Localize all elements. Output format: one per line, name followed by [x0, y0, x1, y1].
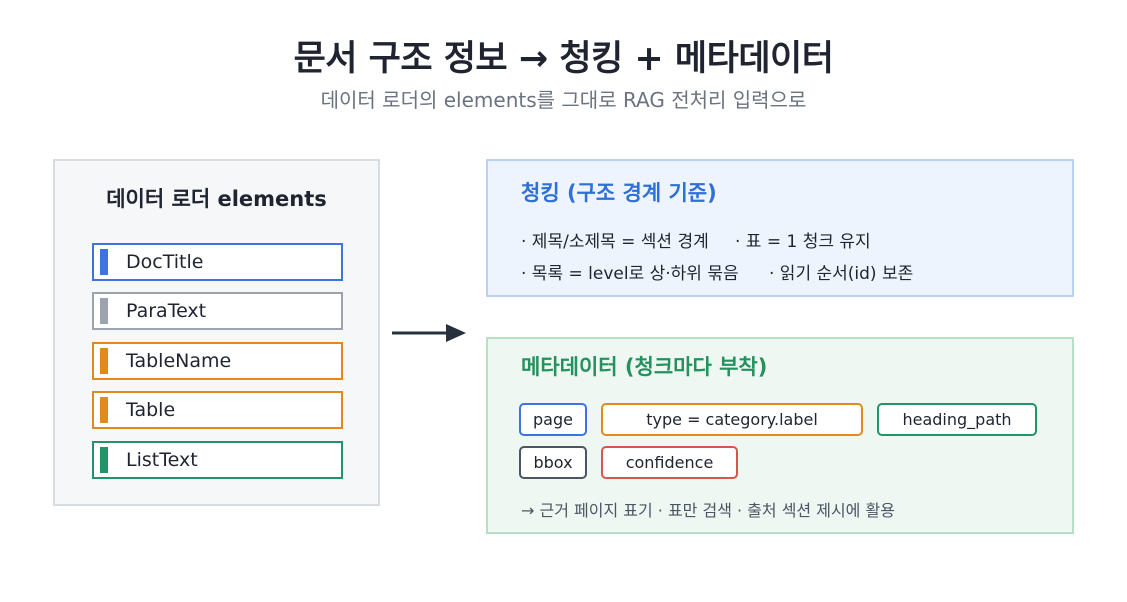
element-item-table: Table — [92, 391, 343, 429]
metadata-usage-note: → 근거 페이지 표기 · 표만 검색 · 출처 섹션 제시에 활용 — [521, 501, 895, 520]
element-color-bar — [100, 249, 108, 275]
right-arrow-icon — [392, 324, 466, 342]
chunking-panel: 청킹 (구조 경계 기준) · 제목/소제목 = 섹션 경계 · 표 = 1 청크… — [486, 159, 1074, 297]
metadata-tag-page: page — [519, 403, 587, 436]
loader-elements-panel: 데이터 로더 elements DocTitle ParaText TableN… — [53, 159, 380, 506]
chunking-rule: · 제목/소제목 = 섹션 경계 — [521, 232, 709, 252]
chunking-rule-line: · 제목/소제목 = 섹션 경계 · 표 = 1 청크 유지 — [521, 227, 871, 252]
metadata-panel: 메타데이터 (청크마다 부착) page type = category.lab… — [486, 337, 1074, 534]
element-color-bar — [100, 298, 108, 324]
element-color-bar — [100, 447, 108, 473]
chunking-panel-title: 청킹 (구조 경계 기준) — [521, 181, 717, 205]
element-color-bar — [100, 348, 108, 374]
page-title: 문서 구조 정보 → 청킹 + 메타데이터 — [293, 39, 834, 79]
element-label: TableName — [126, 350, 232, 372]
metadata-tag-confidence: confidence — [601, 446, 738, 479]
page-subtitle: 데이터 로더의 elements를 그대로 RAG 전처리 입력으로 — [320, 88, 807, 112]
chunking-rule: · 표 = 1 청크 유지 — [735, 232, 871, 252]
element-item-doctitle: DocTitle — [92, 243, 343, 281]
element-label: ParaText — [126, 300, 207, 322]
chunking-rule: · 목록 = level로 상·하위 묶음 — [521, 264, 739, 284]
element-item-listtext: ListText — [92, 441, 343, 479]
element-item-tablename: TableName — [92, 342, 343, 380]
metadata-tag-type: type = category.label — [601, 403, 863, 436]
element-item-paratext: ParaText — [92, 292, 343, 330]
element-label: Table — [126, 399, 176, 421]
loader-panel-title: 데이터 로더 elements — [106, 187, 327, 211]
element-color-bar — [100, 397, 108, 423]
chunking-rule: · 읽기 순서(id) 보존 — [769, 264, 914, 284]
metadata-tag-bbox: bbox — [519, 446, 587, 479]
chunking-rule-line: · 목록 = level로 상·하위 묶음 · 읽기 순서(id) 보존 — [521, 259, 913, 284]
metadata-panel-title: 메타데이터 (청크마다 부착) — [521, 355, 768, 379]
metadata-tag-heading-path: heading_path — [877, 403, 1037, 436]
element-label: DocTitle — [126, 251, 204, 273]
element-label: ListText — [126, 449, 198, 471]
